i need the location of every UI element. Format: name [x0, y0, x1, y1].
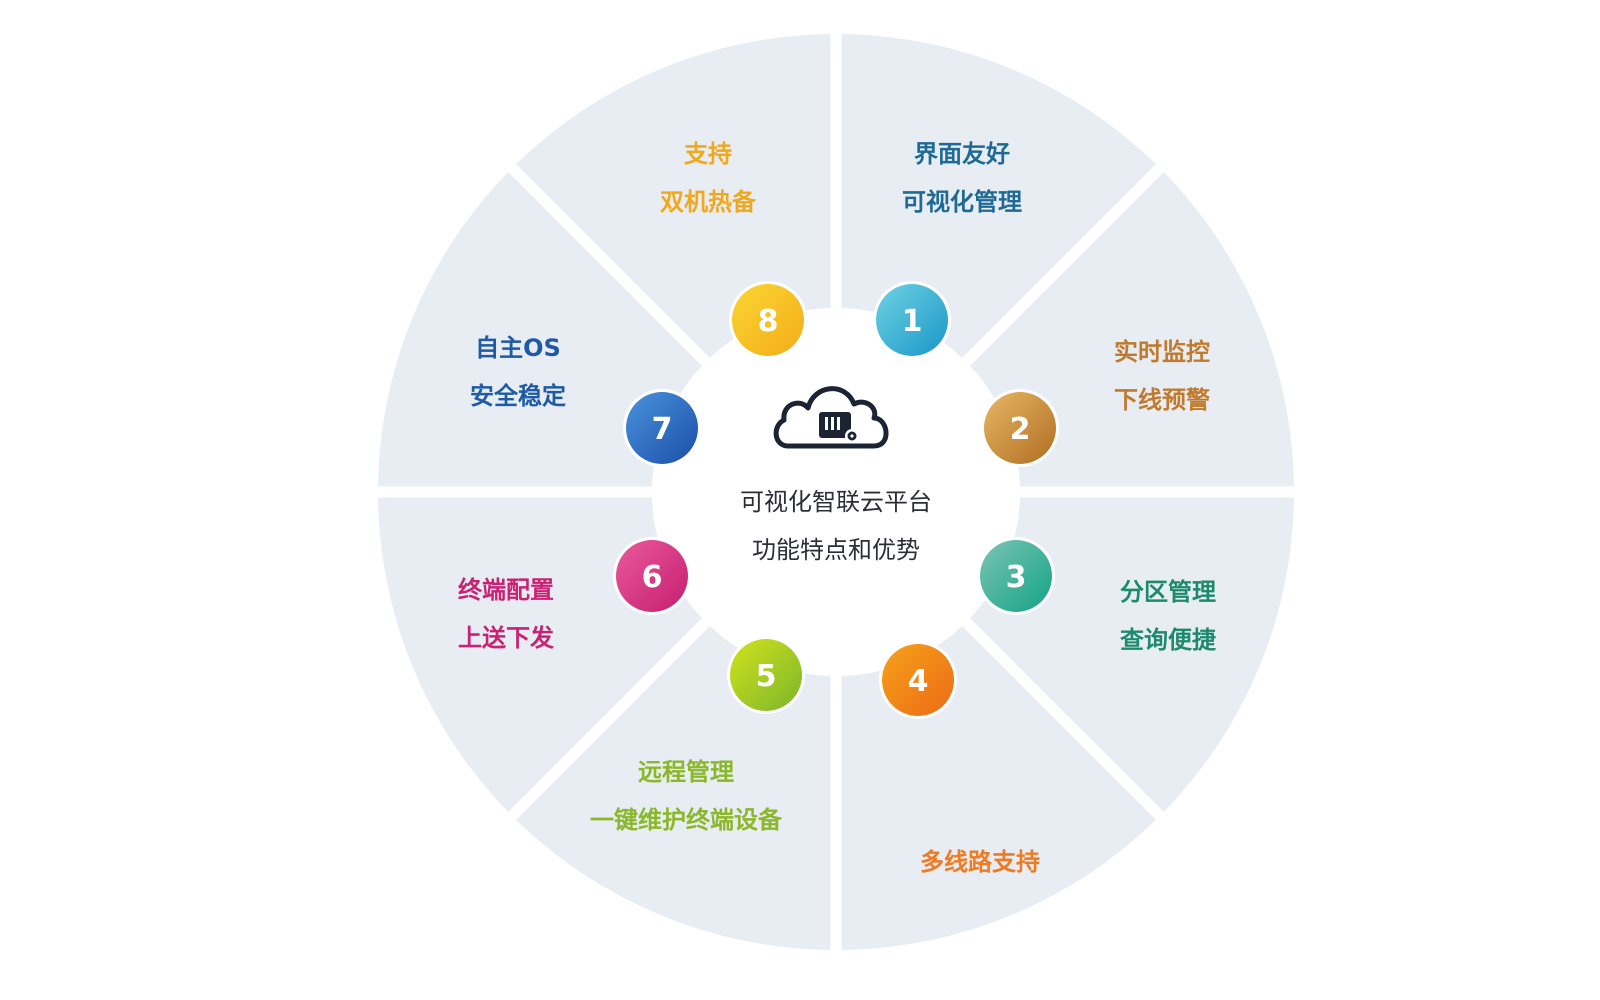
- number-badge-7-text: 7: [652, 412, 673, 447]
- cloud-server-icon: [773, 386, 889, 449]
- segment-6-label-line1: 终端配置: [458, 576, 554, 604]
- wheel-segment-8: [516, 34, 831, 359]
- segment-3-label-line1: 分区管理: [1120, 578, 1216, 606]
- segment-5-label-line1: 远程管理: [638, 758, 734, 786]
- number-badge-1-text: 1: [902, 304, 923, 339]
- segment-4-label-line2: 多线路支持: [920, 848, 1040, 876]
- center-hub: [652, 308, 1020, 676]
- number-badge-8-text: 8: [758, 304, 779, 339]
- segment-8-label-line2: 双机热备: [660, 188, 757, 216]
- segment-2-label-line1: 实时监控: [1114, 338, 1210, 366]
- segment-8-label-line1: 支持: [684, 140, 732, 168]
- number-badge-8: 8: [729, 281, 807, 359]
- number-badge-7: 7: [623, 389, 701, 467]
- number-badge-6: 6: [613, 537, 691, 615]
- segment-5-label-line2: 一键维护终端设备: [590, 806, 783, 834]
- badges-layer: 1 2 3 4 5 6 7 8: [613, 281, 1059, 719]
- number-badge-2: 2: [981, 389, 1059, 467]
- number-badge-4-text: 4: [908, 664, 929, 699]
- center-title-line2: 功能特点和优势: [752, 536, 920, 564]
- segment-6-label-line2: 上送下发: [458, 624, 554, 652]
- wheel-segment-7: [378, 172, 703, 487]
- segment-7-label-line2: 安全稳定: [470, 382, 566, 410]
- segment-7-label-line1: 自主OS: [475, 334, 561, 362]
- number-badge-3-text: 3: [1006, 560, 1027, 595]
- number-badge-5-text: 5: [756, 659, 777, 694]
- segment-1-label-line2: 可视化管理: [902, 188, 1022, 216]
- number-badge-2-text: 2: [1010, 412, 1031, 447]
- number-badge-3: 3: [977, 537, 1055, 615]
- number-badge-6-text: 6: [642, 560, 663, 595]
- wheel-segment-1: [841, 34, 1156, 359]
- segment-2-label-line2: 下线预警: [1114, 386, 1210, 414]
- segment-1-label-line1: 界面友好: [914, 140, 1010, 168]
- number-badge-5: 5: [727, 636, 805, 714]
- center-title-line1: 可视化智联云平台: [740, 488, 932, 516]
- segment-3-label-line2: 查询便捷: [1120, 626, 1216, 654]
- number-badge-1: 1: [873, 281, 951, 359]
- number-badge-4: 4: [879, 641, 957, 719]
